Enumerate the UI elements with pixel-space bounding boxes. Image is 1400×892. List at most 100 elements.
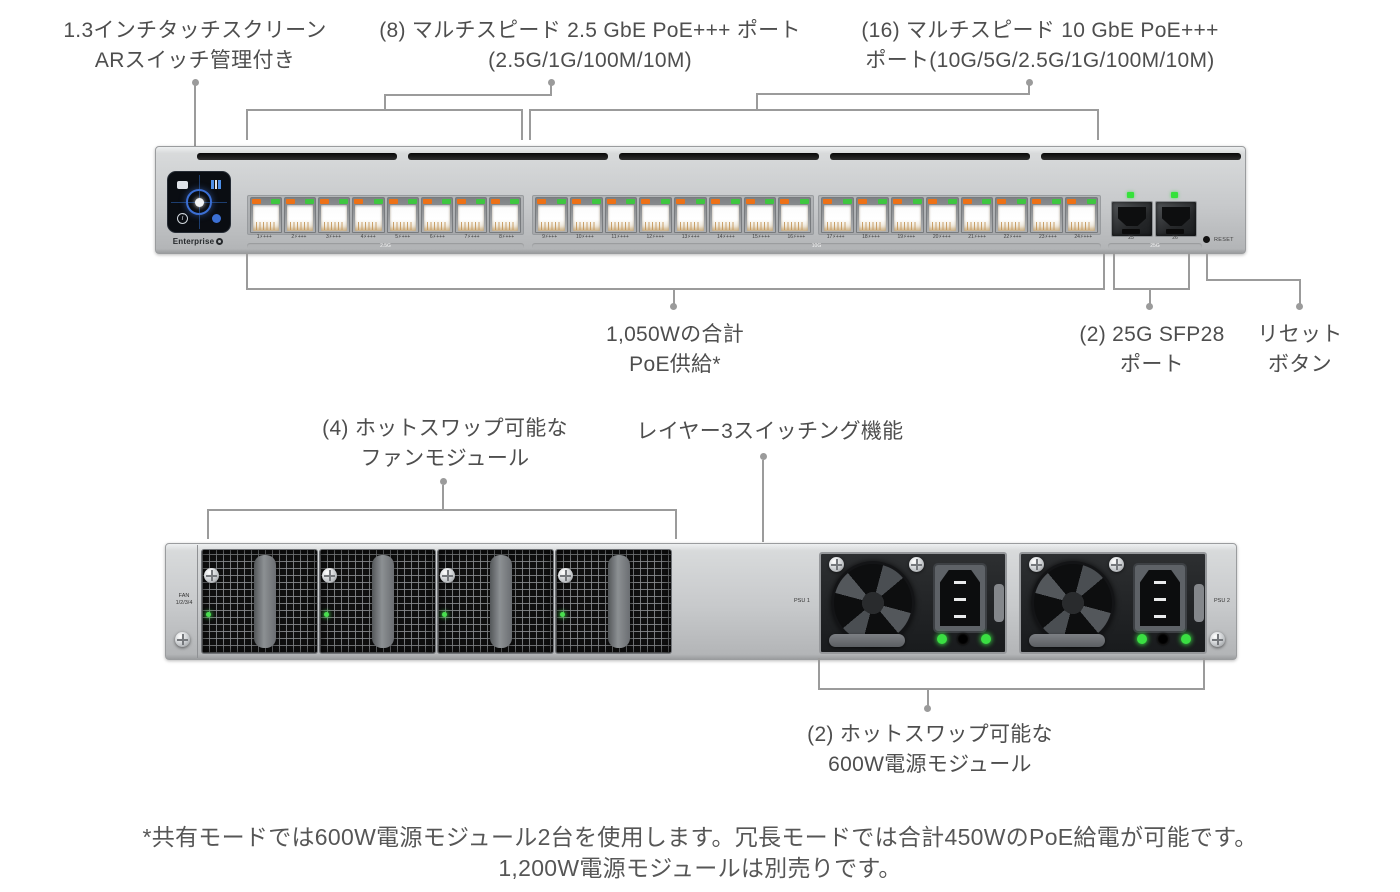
rj45-jack	[677, 205, 704, 231]
port-label: 17⚡+++	[826, 234, 845, 240]
callout-line	[818, 688, 1205, 690]
rj45-jack	[858, 205, 886, 231]
rj45-jack	[893, 205, 921, 231]
fan-handle	[372, 555, 394, 648]
callout-line	[521, 109, 523, 140]
brand-label: Enterprise	[167, 237, 229, 246]
rj45-port-20	[925, 197, 959, 233]
port-label: 10⚡+++	[575, 234, 594, 240]
port-led-green	[271, 199, 281, 204]
port-led-green	[982, 199, 992, 204]
rj45-port-24	[1065, 197, 1098, 233]
callout-dot	[670, 303, 677, 310]
rj45-jack	[963, 205, 991, 231]
fan-status-led	[560, 612, 565, 617]
callout-layer3: レイヤー3スイッチング機能	[637, 417, 904, 447]
port-led-green	[730, 199, 740, 204]
psu-release-tab	[1194, 584, 1204, 622]
screen-ring-icon	[186, 189, 212, 215]
port-label: 1⚡+++	[256, 234, 272, 240]
port-led-orange	[780, 199, 790, 204]
callout-line	[756, 93, 758, 111]
port-led-green	[510, 199, 519, 204]
port-led-orange	[641, 199, 651, 204]
rj45-port-9	[535, 197, 568, 233]
ac-pin	[1154, 615, 1166, 618]
vent-slot	[619, 153, 819, 160]
callout-fans-line1: (4) ホットスワップ可能な	[322, 417, 568, 440]
sfp28-port-25	[1111, 201, 1153, 237]
port-led-green	[765, 199, 775, 204]
port-led-orange	[354, 199, 364, 204]
psu-handle	[829, 634, 905, 647]
port-led-green	[912, 199, 922, 204]
port-led-green	[842, 199, 852, 204]
callout-ports-10g-line1: (16) マルチスピード 10 GbE PoE+++	[861, 19, 1219, 42]
psu-thumbscrew	[1109, 557, 1124, 572]
port-led-orange	[823, 199, 832, 204]
port-led-orange	[676, 199, 685, 204]
callout-touchscreen-line1: 1.3インチタッチスクリーン	[63, 19, 327, 42]
screen-device-icon	[177, 181, 188, 189]
callout-line	[1113, 288, 1190, 290]
rj45-jack	[1033, 205, 1061, 231]
port-label: 21⚡+++	[968, 234, 987, 240]
callout-fans-line2: ファンモジュール	[360, 447, 530, 470]
fan-handle	[608, 555, 630, 648]
psu-handle	[1029, 634, 1105, 647]
callout-line	[756, 93, 1030, 95]
fan-module-2	[319, 549, 436, 654]
psu-status-led	[1137, 634, 1147, 644]
screen-chart-icon	[211, 180, 221, 189]
fan-thumbscrew	[558, 568, 573, 583]
rj45-jack	[457, 205, 484, 231]
port-label: 9⚡+++	[542, 234, 558, 240]
reset-button[interactable]	[1203, 236, 1210, 243]
rj45-port-5	[386, 197, 419, 233]
callout-line	[1206, 279, 1301, 281]
rj45-jack	[491, 205, 518, 231]
reset-label: RESET	[1214, 237, 1234, 243]
callout-psu-line1: (2) ホットスワップ可能な	[807, 723, 1053, 746]
speed-strip-label: 10G	[811, 243, 822, 249]
ac-pin	[954, 615, 966, 618]
port-group-1-8	[247, 195, 524, 235]
port-number-labels: 9⚡+++10⚡+++11⚡+++12⚡+++13⚡+++14⚡+++15⚡++…	[532, 234, 814, 242]
port-led-green	[947, 199, 957, 204]
fan-thumbscrew	[322, 568, 337, 583]
port-led-orange	[927, 199, 937, 204]
fan-status-led	[324, 612, 329, 617]
port-label: 11⚡+++	[611, 234, 629, 240]
rj45-port-22	[995, 197, 1029, 233]
rj45-jack	[321, 205, 348, 231]
port-led-green	[1052, 199, 1062, 204]
rj45-jack	[423, 205, 450, 231]
port-number-labels: 1⚡+++2⚡+++3⚡+++4⚡+++5⚡+++6⚡+++7⚡+++8⚡+++	[247, 234, 524, 242]
fan-module-3	[437, 549, 554, 654]
footnote: *共有モードでは600W電源モジュール2台を使用します。冗長モードでは合計450…	[142, 822, 1257, 884]
rj45-port-10	[569, 197, 603, 233]
port-label: 15⚡+++	[752, 234, 771, 240]
sfp28-port-26	[1155, 201, 1197, 237]
port-label: 22⚡+++	[1003, 234, 1022, 240]
port-led-orange	[1032, 199, 1042, 204]
rj45-port-17	[821, 197, 854, 233]
callout-line	[246, 109, 523, 111]
psu-status-led	[1181, 634, 1191, 644]
fan-module-4	[555, 549, 672, 654]
psu-status-led	[937, 634, 947, 644]
port-led-orange	[997, 199, 1007, 204]
callout-line	[1188, 253, 1190, 290]
rj45-port-8	[488, 197, 521, 233]
fan-bay-label-line2: 1/2/3/4	[175, 600, 193, 606]
callout-dot	[1296, 303, 1303, 310]
fan-module-1	[201, 549, 318, 654]
callout-dot	[548, 79, 555, 86]
rj45-port-14	[708, 197, 742, 233]
psu-release-tab	[994, 584, 1004, 622]
port-led-green	[695, 199, 705, 204]
port-label: 19⚡+++	[897, 234, 916, 240]
rj45-jack	[389, 205, 416, 231]
port-label: 12⚡+++	[646, 234, 665, 240]
port-label: 20⚡+++	[932, 234, 951, 240]
